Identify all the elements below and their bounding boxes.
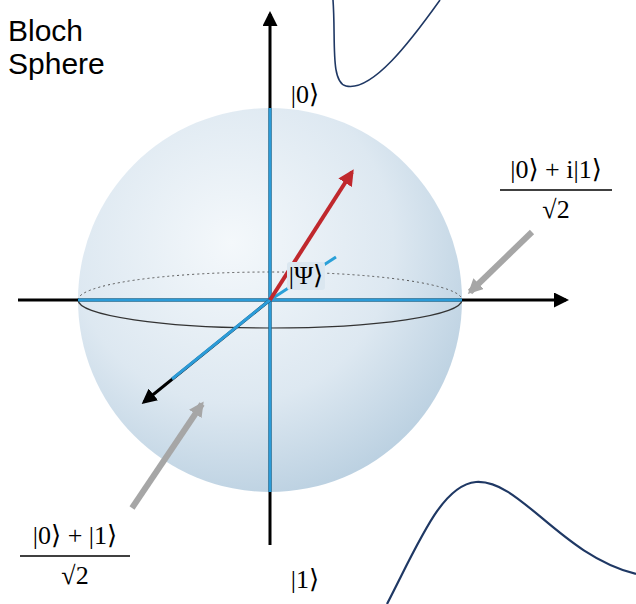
- fraction-denominator: √2: [542, 196, 569, 225]
- state-label: |1⟩: [291, 566, 319, 595]
- wave-curve: [387, 482, 636, 604]
- x-axis-inside: [172, 300, 270, 379]
- fraction-numerator: |0⟩ + |1⟩: [33, 522, 117, 551]
- leader-line: [132, 404, 202, 508]
- wave-curve: [333, 0, 440, 86]
- fraction-denominator: √2: [61, 562, 88, 591]
- fraction-bar: [500, 189, 612, 191]
- state-label: |Ψ⟩: [287, 262, 326, 291]
- x-axis: [144, 300, 270, 402]
- state-vector: [270, 172, 352, 300]
- fraction-numerator: |0⟩ + i|1⟩: [510, 156, 602, 185]
- leader-line: [470, 232, 532, 292]
- sphere: [78, 108, 462, 492]
- y-axis: [18, 299, 566, 302]
- title: Bloch Sphere: [8, 14, 118, 80]
- state-label: |0⟩: [291, 81, 319, 110]
- fraction-bar: [20, 555, 130, 557]
- z-axis: [269, 14, 272, 545]
- projection-vector: [270, 257, 336, 300]
